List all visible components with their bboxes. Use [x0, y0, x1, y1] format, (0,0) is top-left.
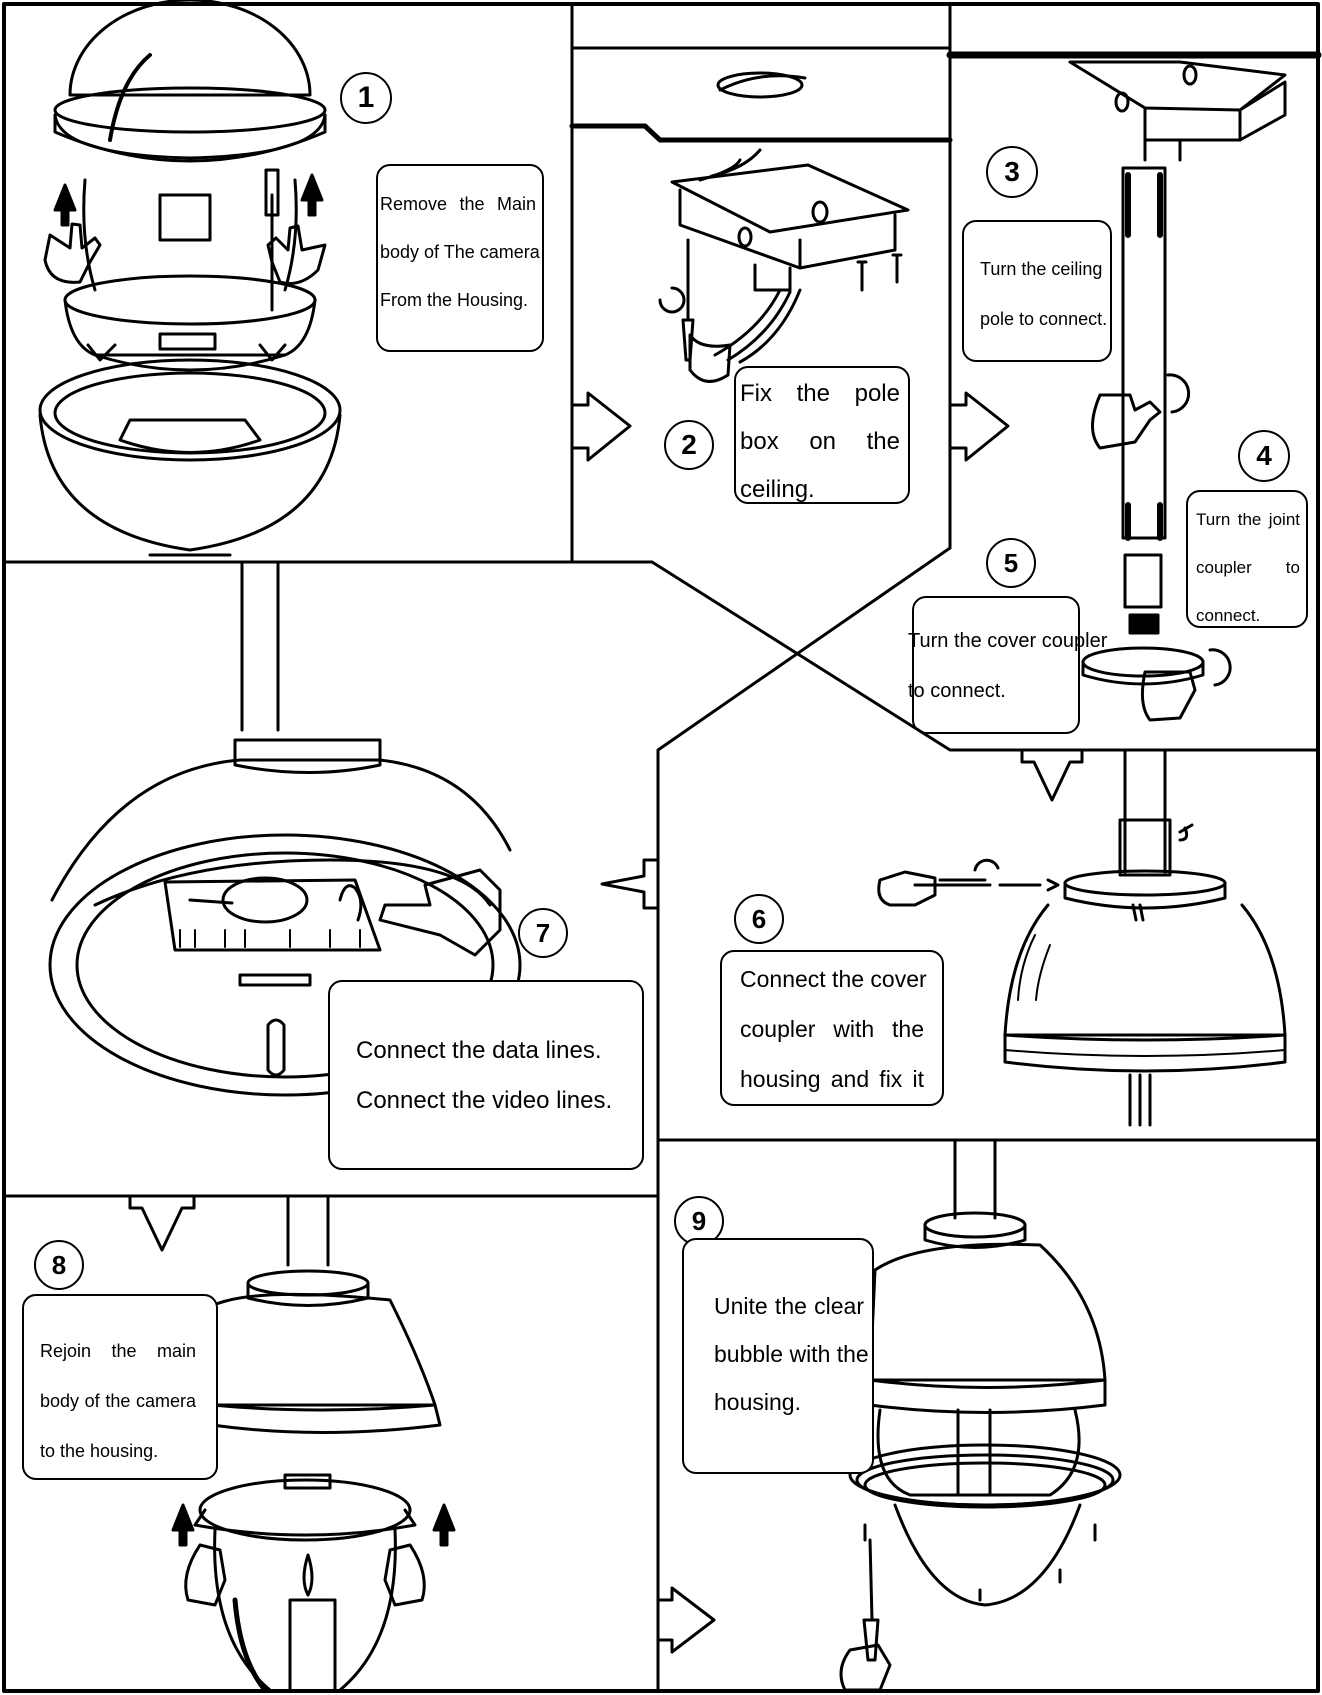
lift-arrow-right	[300, 173, 324, 217]
step-4-label: Turn the joint coupler to connect.	[1186, 490, 1308, 628]
dome-top	[68, 0, 312, 97]
step-9-line: bubble with the	[714, 1341, 869, 1367]
step-3-line: Turn the ceiling	[980, 259, 1103, 279]
step-9-number: 9	[674, 1196, 724, 1246]
step-1-line: Remove the Main	[380, 194, 536, 214]
hand-step-3	[1091, 393, 1162, 450]
hand-step-7	[378, 868, 502, 957]
step-3-line: pole to connect.	[980, 309, 1108, 329]
hand-step-6	[877, 870, 937, 907]
step-2-number: 2	[664, 420, 714, 470]
screwdriver	[264, 168, 280, 312]
step-2-label: Fix the pole box on the ceiling.	[734, 366, 910, 504]
arrow-2-to-3	[948, 391, 1010, 462]
step-5-number: 5	[986, 538, 1036, 588]
step-9-line: housing.	[714, 1389, 801, 1415]
step-5-line: to connect.	[908, 680, 1006, 702]
step-5-label: Turn the cover coupler to connect.	[908, 596, 1107, 734]
panel-2-illustration	[569, 46, 953, 383]
step-4-number: 4	[1238, 430, 1290, 482]
lift-arrow-8-left	[171, 1503, 195, 1547]
step-9-label: Unite the clear bubble with the housing.	[682, 1238, 874, 1474]
step-8-number: 8	[34, 1240, 84, 1290]
step-6-line: Connect the cover	[740, 966, 927, 992]
step-7-number: 7	[518, 908, 568, 958]
step-6-line: housing and fix it	[740, 1066, 924, 1092]
panel-9-illustration	[839, 1138, 1122, 1692]
step-1-label: Remove the Main body of The camera From …	[376, 164, 544, 352]
step-1-line: body of The camera	[380, 242, 540, 262]
hand-step-9	[839, 1643, 892, 1692]
panel-1-illustration	[38, 0, 342, 557]
step-9-line: Unite the clear	[714, 1293, 864, 1319]
hand-step-5	[1140, 670, 1197, 722]
arrow-1-to-2	[570, 391, 632, 462]
step-8-line: body of the camera	[40, 1391, 196, 1411]
panel-8-illustration	[171, 1194, 456, 1693]
step-4-line: coupler to	[1196, 558, 1300, 577]
step-8-label: Rejoin the main body of the camera to th…	[22, 1294, 218, 1480]
step-1-number: 1	[340, 72, 392, 124]
hand-step-8-left	[184, 1543, 227, 1607]
step-5-line: Turn the cover coupler	[908, 630, 1108, 652]
panel-3-illustration	[946, 51, 1322, 722]
step-8-line: Rejoin the main	[40, 1341, 196, 1361]
step-1-line: From the Housing.	[380, 290, 529, 310]
step-3-number: 3	[986, 146, 1038, 198]
flow-arrows	[128, 391, 1084, 1654]
step-7-line: Connect the video lines.	[356, 1087, 613, 1114]
step-6-line: coupler with the	[740, 1016, 924, 1042]
arrow-6-to-7	[600, 858, 660, 910]
panel-7-illustration	[48, 560, 522, 1097]
step-7-label: Connect the data lines. Connect the vide…	[328, 980, 644, 1170]
lift-arrow-8-right	[432, 1503, 456, 1547]
step-2-line: Fix the pole	[740, 380, 900, 407]
left-hand	[43, 222, 102, 284]
step-2-line: ceiling.	[740, 476, 815, 503]
step-6-number: 6	[734, 894, 784, 944]
right-hand	[266, 224, 327, 285]
step-6-label: Connect the cover coupler with the housi…	[720, 950, 944, 1106]
step-4-line: connect.	[1196, 606, 1261, 625]
step-3-label: Turn the ceiling pole to connect.	[962, 220, 1112, 362]
hand-step-8-right	[383, 1543, 426, 1607]
step-7-line: Connect the data lines.	[356, 1037, 602, 1064]
arrow-5-to-6	[1020, 748, 1084, 802]
arrow-7-to-8	[128, 1194, 196, 1252]
step-8-line: to the housing.	[40, 1441, 159, 1461]
step-4-line: Turn the joint	[1196, 510, 1300, 529]
arrow-8-to-9	[656, 1586, 716, 1654]
step-2-line: box on the	[740, 428, 900, 455]
lift-arrow-left	[53, 183, 77, 227]
panel-6-illustration	[877, 748, 1287, 1127]
